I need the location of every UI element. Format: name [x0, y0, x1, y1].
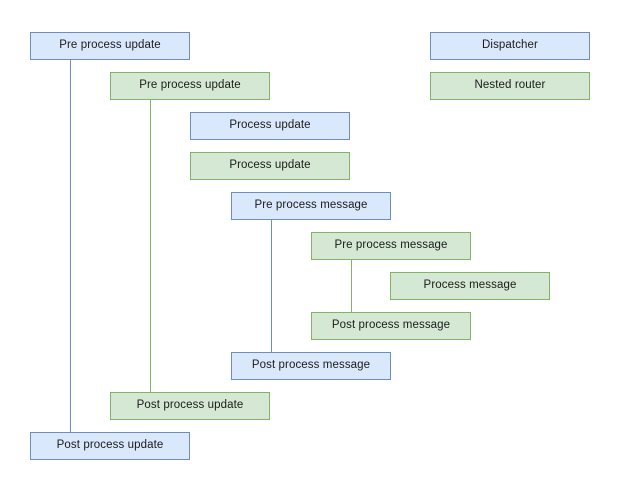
node-pre-process-update-1[interactable]: Pre process update [30, 32, 190, 60]
node-post-process-message-8[interactable]: Post process message [311, 312, 471, 340]
node-post-process-message-9[interactable]: Post process message [231, 352, 391, 380]
node-process-update-4[interactable]: Process update [190, 152, 350, 180]
connector-line-4 [351, 260, 352, 312]
node-process-message-7[interactable]: Process message [390, 272, 550, 300]
node-post-process-update-11[interactable]: Post process update [30, 432, 190, 460]
connector-line-1 [70, 60, 71, 432]
legend-item-nested-router[interactable]: Nested router [430, 72, 590, 100]
node-post-process-update-10[interactable]: Post process update [110, 392, 270, 420]
node-pre-process-message-6[interactable]: Pre process message [311, 232, 471, 260]
node-pre-process-update-2[interactable]: Pre process update [110, 72, 270, 100]
connector-line-2 [150, 100, 151, 392]
node-pre-process-message-5[interactable]: Pre process message [231, 192, 391, 220]
connector-line-3 [271, 220, 272, 352]
legend-item-dispatcher[interactable]: Dispatcher [430, 32, 590, 60]
node-process-update-3[interactable]: Process update [190, 112, 350, 140]
